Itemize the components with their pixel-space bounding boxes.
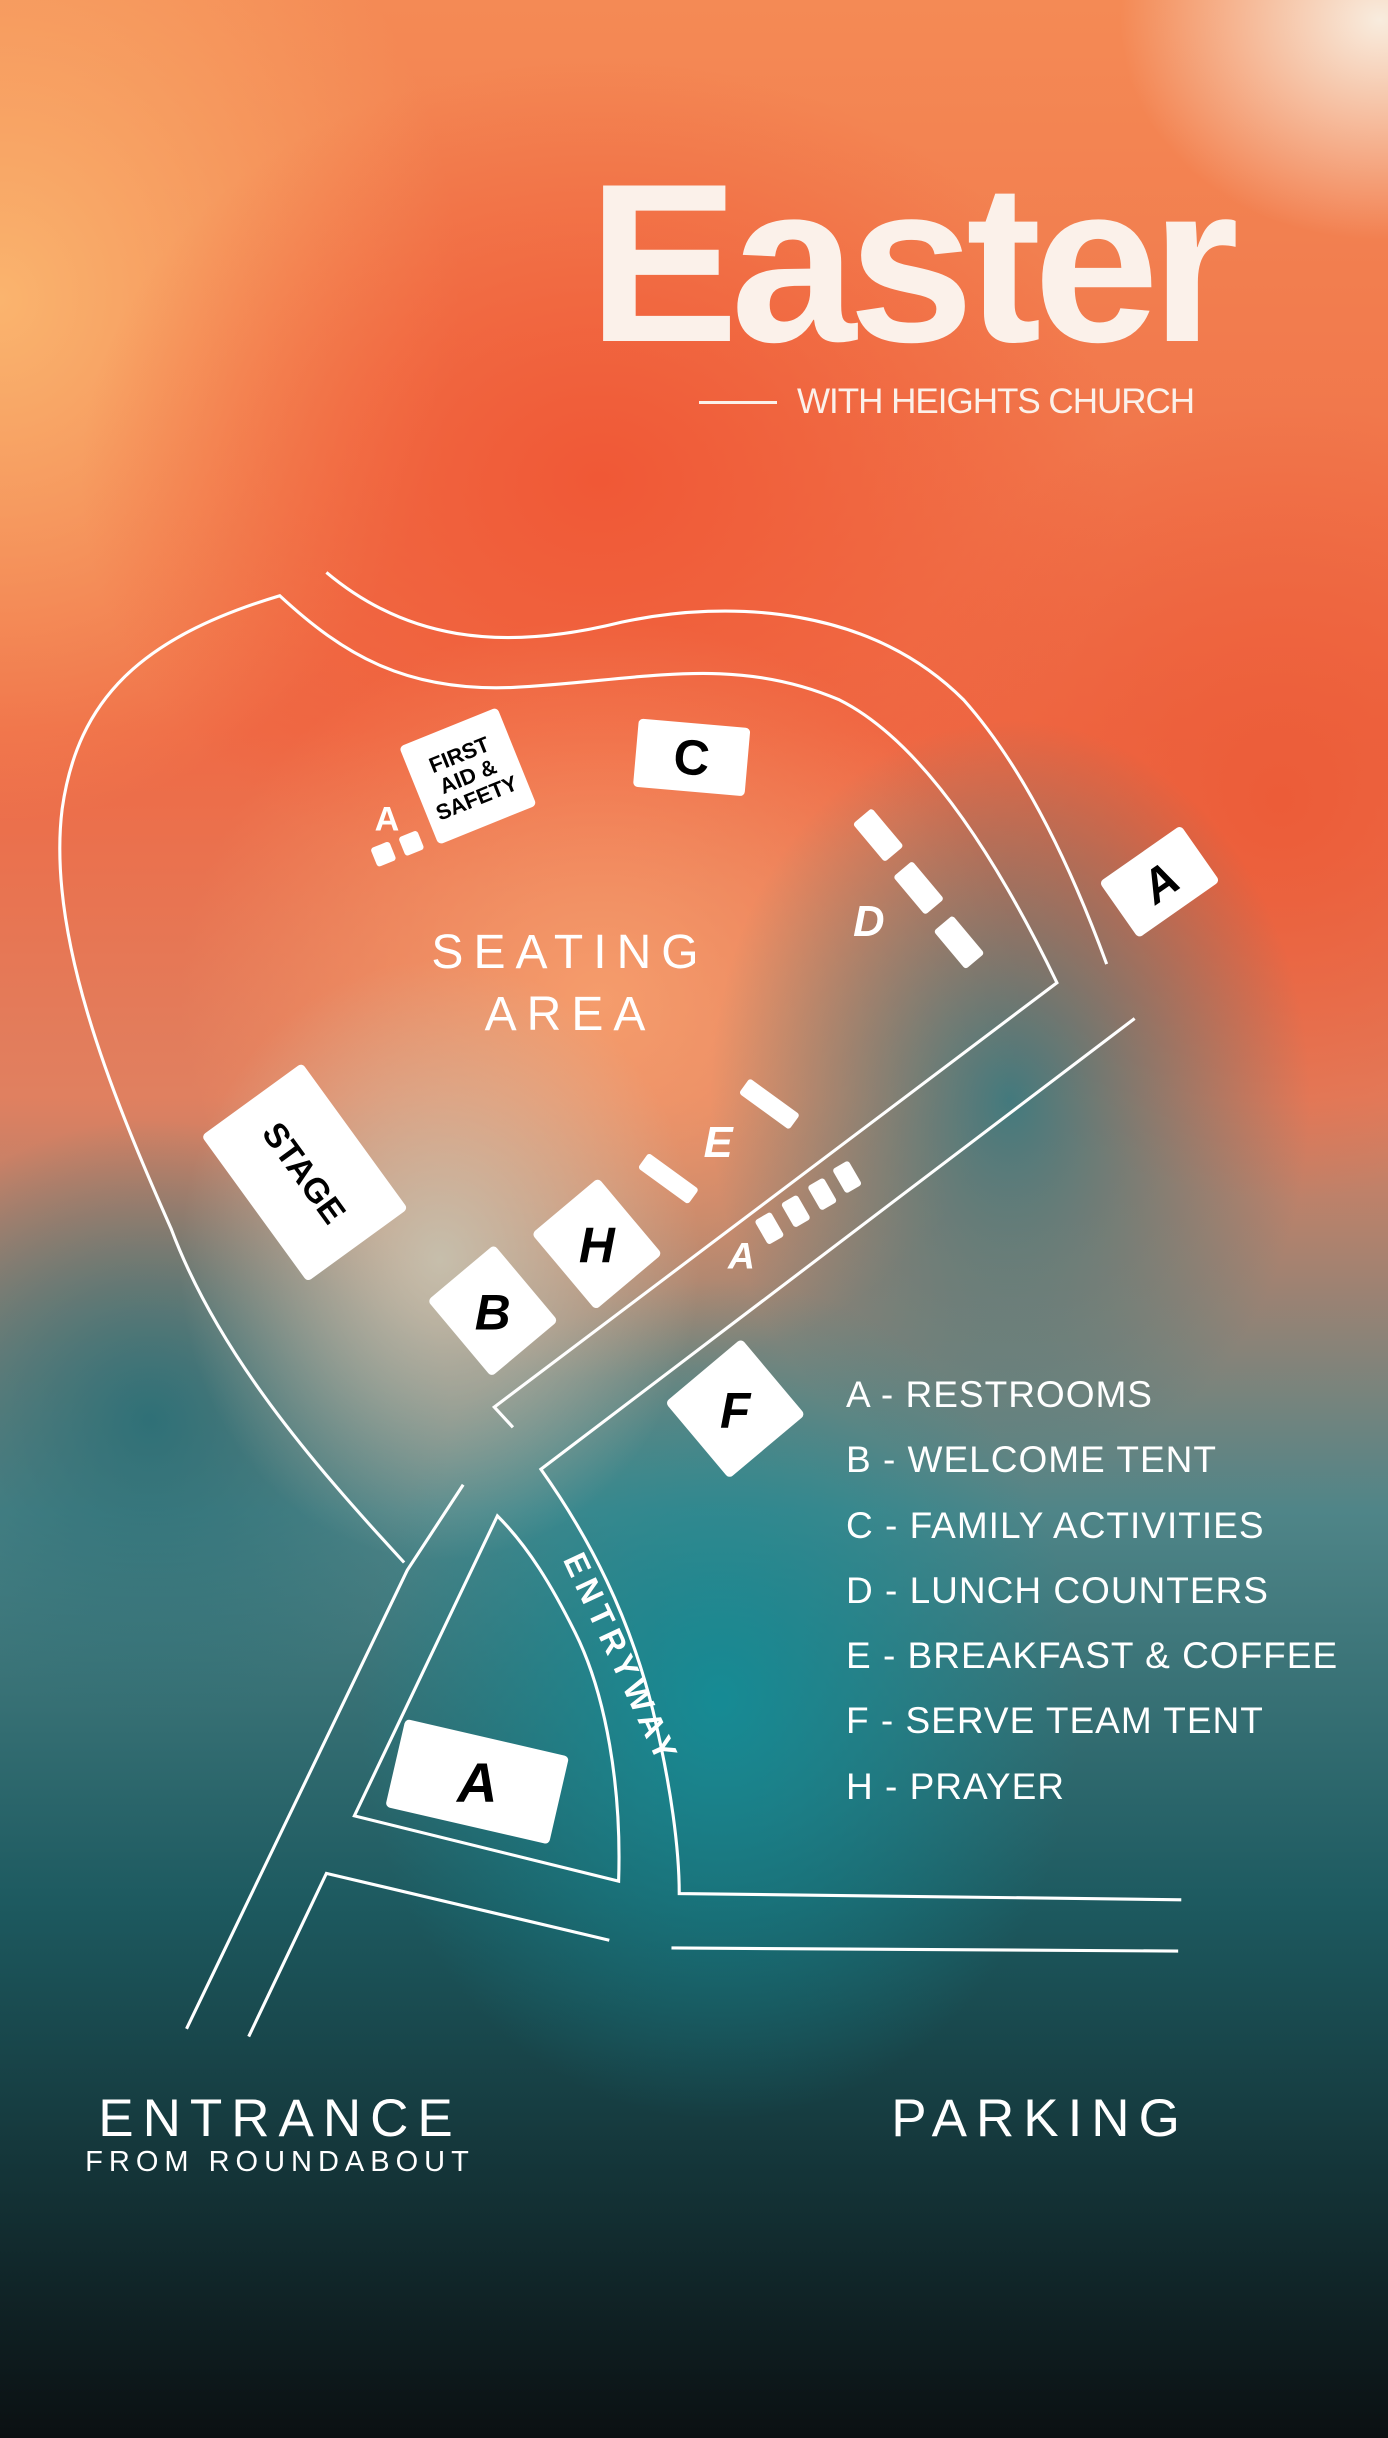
event-subtitle: WITH HEIGHTS CHURCH (699, 382, 1195, 422)
restroom-marker-a-south[interactable]: A (385, 1719, 569, 1845)
legend-item: D - LUNCH COUNTERS (846, 1569, 1269, 1611)
road-top (325, 571, 1109, 965)
subtitle-rule (699, 400, 777, 404)
seating-area-label: SEATING AREA (370, 922, 770, 1046)
marker-b-label: B (475, 1284, 511, 1340)
entrance-label: ENTRANCE (98, 2089, 462, 2148)
event-title: Easter (588, 136, 1239, 389)
road-main (538, 1017, 1182, 1902)
seating-boundary (58, 593, 1059, 1564)
marker-a-south-label: A (455, 1751, 497, 1814)
restroom-label: A (375, 800, 400, 838)
road-left (185, 1483, 465, 2030)
parking-label: PARKING (891, 2089, 1189, 2148)
subtitle-text: WITH HEIGHTS CHURCH (797, 382, 1195, 421)
restroom-marker-a-small[interactable]: A (370, 800, 424, 867)
stage-marker[interactable]: STAGE (201, 1063, 408, 1282)
entrance-sublabel: FROM ROUNDABOUT (85, 2146, 475, 2178)
legend-item: E - BREAKFAST & COFFEE (846, 1635, 1339, 1677)
legend-item: F - SERVE TEAM TENT (846, 1700, 1264, 1742)
map-paths (58, 571, 1182, 2038)
map-legend: A - RESTROOMS B - WELCOME TENT C - FAMIL… (846, 1362, 1338, 1819)
welcome-tent-marker[interactable]: B (427, 1245, 558, 1377)
legend-item: A - RESTROOMS (846, 1374, 1153, 1415)
legend-item: H - PRAYER (846, 1765, 1066, 1807)
serve-team-tent-marker[interactable]: F (665, 1339, 805, 1479)
restroom-marker-a-road[interactable]: A (727, 1160, 862, 1277)
marker-f-label: F (720, 1382, 752, 1438)
road-left-inner (247, 1871, 610, 2038)
family-activities-marker[interactable]: C (633, 718, 751, 796)
triangle-island (352, 1513, 621, 1884)
entryway-label: ENTRYWAY (556, 1547, 687, 1771)
lunch-counters-marker[interactable]: D (853, 808, 985, 969)
marker-e-label: E (704, 1119, 735, 1167)
legend-item: C - FAMILY ACTIVITIES (846, 1504, 1265, 1546)
marker-h-label: H (579, 1218, 616, 1274)
seating-label-line2: AREA (484, 988, 656, 1041)
marker-a-road-label: A (727, 1235, 755, 1277)
parking-road (671, 1946, 1179, 1953)
first-aid-marker[interactable]: FIRST AID & SAFETY (399, 707, 537, 845)
marker-c-label: C (671, 728, 712, 787)
prayer-marker[interactable]: H (532, 1178, 663, 1310)
legend-item: B - WELCOME TENT (846, 1439, 1217, 1481)
marker-d-label: D (853, 898, 884, 946)
restroom-marker-a-east[interactable]: A (1099, 825, 1220, 938)
breakfast-coffee-marker[interactable]: E (638, 1078, 800, 1204)
seating-label-line1: SEATING (431, 926, 709, 979)
